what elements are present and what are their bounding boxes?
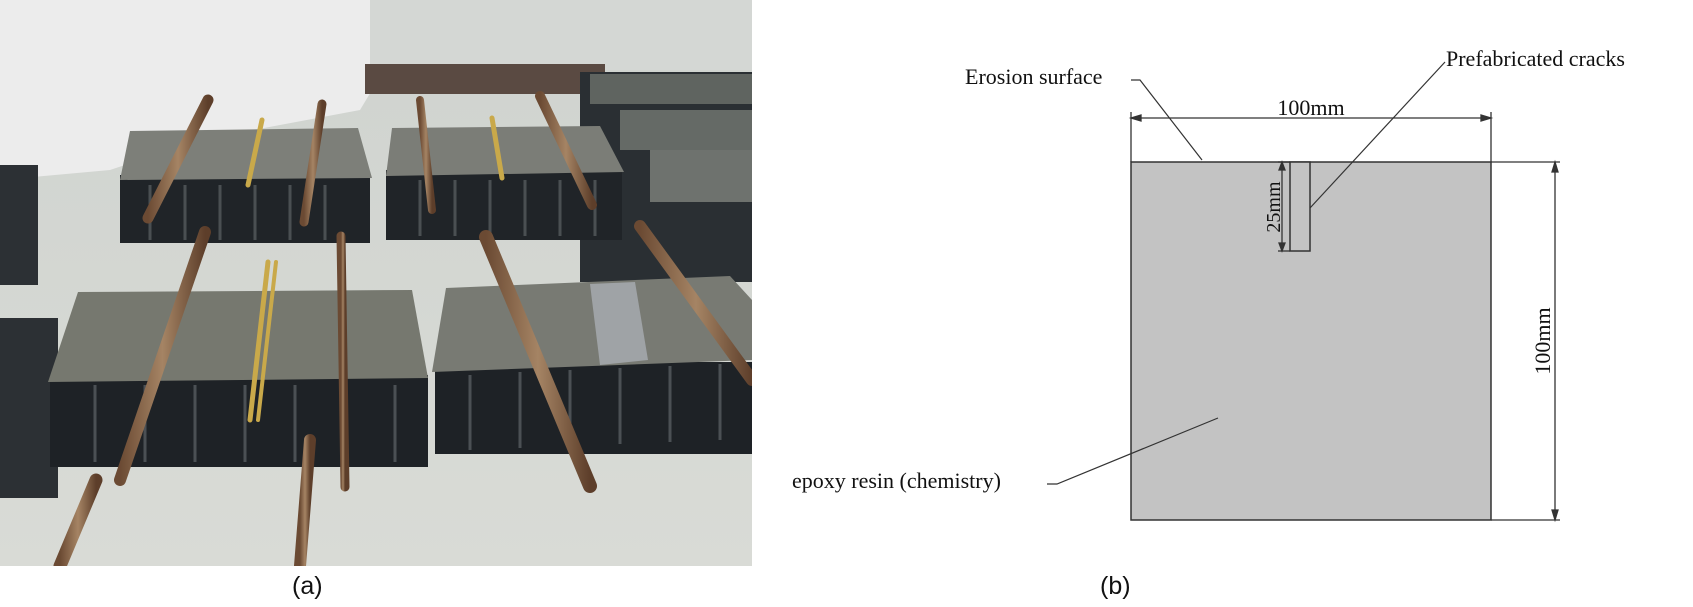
height-dimension — [1491, 159, 1560, 523]
caption-a: (a) — [292, 572, 323, 600]
crack-label: 25mm — [1263, 181, 1285, 233]
prefabricated-crack — [1289, 161, 1311, 252]
specimen-diagram: 100mm 100mm 25mm Erosion surface Prefabr… — [792, 46, 1625, 523]
white-cloth — [0, 0, 390, 180]
leader-lines — [1047, 61, 1446, 485]
width-label: 100mm — [1277, 95, 1344, 120]
prefabricated-cracks-label: Prefabricated cracks — [1446, 46, 1625, 71]
crack-dimension — [1278, 160, 1290, 253]
brass-inserts — [245, 115, 505, 423]
mold-stack-top-3 — [650, 150, 752, 202]
rebars — [53, 91, 752, 566]
mold-edge-left-top — [0, 165, 38, 285]
width-dimension — [1128, 112, 1494, 162]
specimen-square — [1130, 161, 1492, 521]
caption-b: (b) — [1100, 572, 1131, 600]
height-label: 100mm — [1530, 307, 1555, 374]
photo-panel-a — [0, 0, 752, 566]
mold-stack-top-2 — [620, 110, 752, 150]
back-beam — [365, 64, 605, 94]
mold-edge-left-bottom — [0, 318, 58, 498]
epoxy-resin-label: epoxy resin (chemistry) — [792, 468, 1001, 493]
back-wall — [370, 0, 752, 70]
mold-front-right — [432, 276, 752, 454]
mold-front-left — [48, 290, 428, 467]
mold-stack-top — [590, 74, 752, 104]
erosion-surface-label: Erosion surface — [965, 64, 1102, 89]
